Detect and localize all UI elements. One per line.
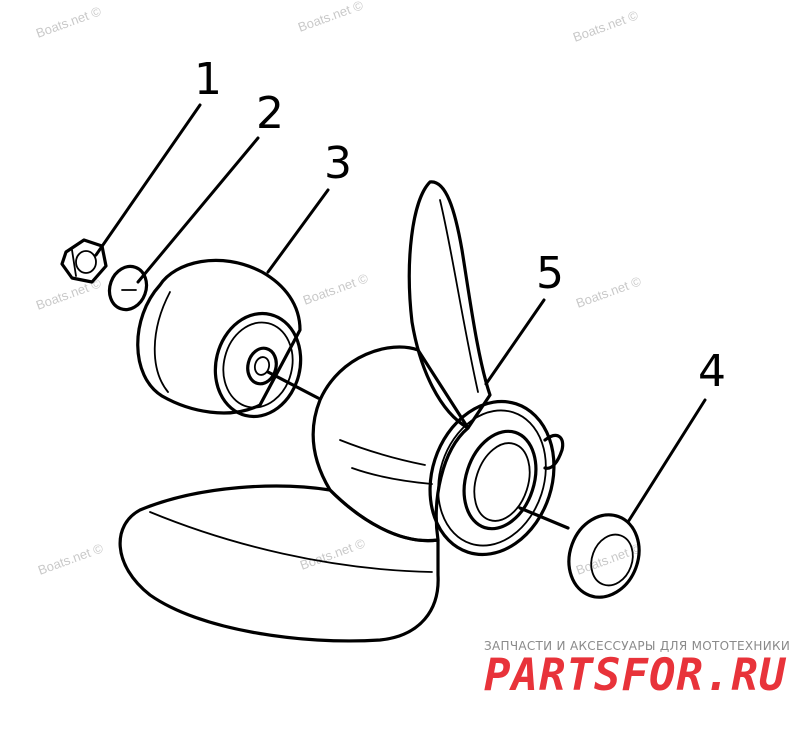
thrust-washer-part [567, 513, 641, 599]
watermark: Boats.net © [36, 540, 106, 578]
leader-line-3 [266, 188, 330, 274]
small-washer-part [107, 264, 149, 312]
callout-5: 5 [536, 248, 564, 299]
brand-tagline: ЗАПЧАСТИ И АКСЕССУАРЫ ДЛЯ МОТОТЕХНИКИ [484, 639, 790, 653]
propeller-hub-bore-inner [462, 429, 538, 531]
spacer-cone-face-outer [213, 311, 303, 419]
small-washer [107, 264, 149, 312]
callout-3: 3 [324, 138, 352, 189]
propeller-nut [60, 238, 108, 284]
callout-4: 4 [698, 346, 726, 397]
propeller-hub-bore-outer [428, 399, 556, 557]
watermark: Boats.net © [301, 270, 371, 308]
watermark: Boats.net © [34, 3, 104, 41]
spacer-cone-bore [246, 346, 278, 386]
watermark: Boats.net © [571, 7, 641, 45]
leader-line-4 [626, 398, 707, 524]
brand-logo: ЗАПЧАСТИ И АКСЕССУАРЫ ДЛЯ МОТОТЕХНИКИ PA… [484, 639, 790, 701]
leader-line-2 [136, 136, 260, 284]
callout-1: 1 [194, 54, 222, 105]
propeller-hub [311, 345, 470, 543]
watermark: Boats.net © [296, 0, 366, 35]
leader-lines [94, 103, 707, 524]
callout-2: 2 [256, 88, 284, 139]
leader-line-1 [94, 103, 202, 257]
thrust-washer [567, 513, 641, 599]
propeller-lower-blade [118, 484, 440, 643]
leader-line-5 [484, 298, 546, 386]
propeller-nut-part [60, 238, 108, 284]
watermark: Boats.net © [574, 273, 644, 311]
brand-name: PARTSFOR.RU [484, 650, 787, 701]
spacer-cone-body [136, 258, 302, 415]
propeller-part [118, 180, 570, 643]
spacer-cone-part [136, 258, 320, 419]
